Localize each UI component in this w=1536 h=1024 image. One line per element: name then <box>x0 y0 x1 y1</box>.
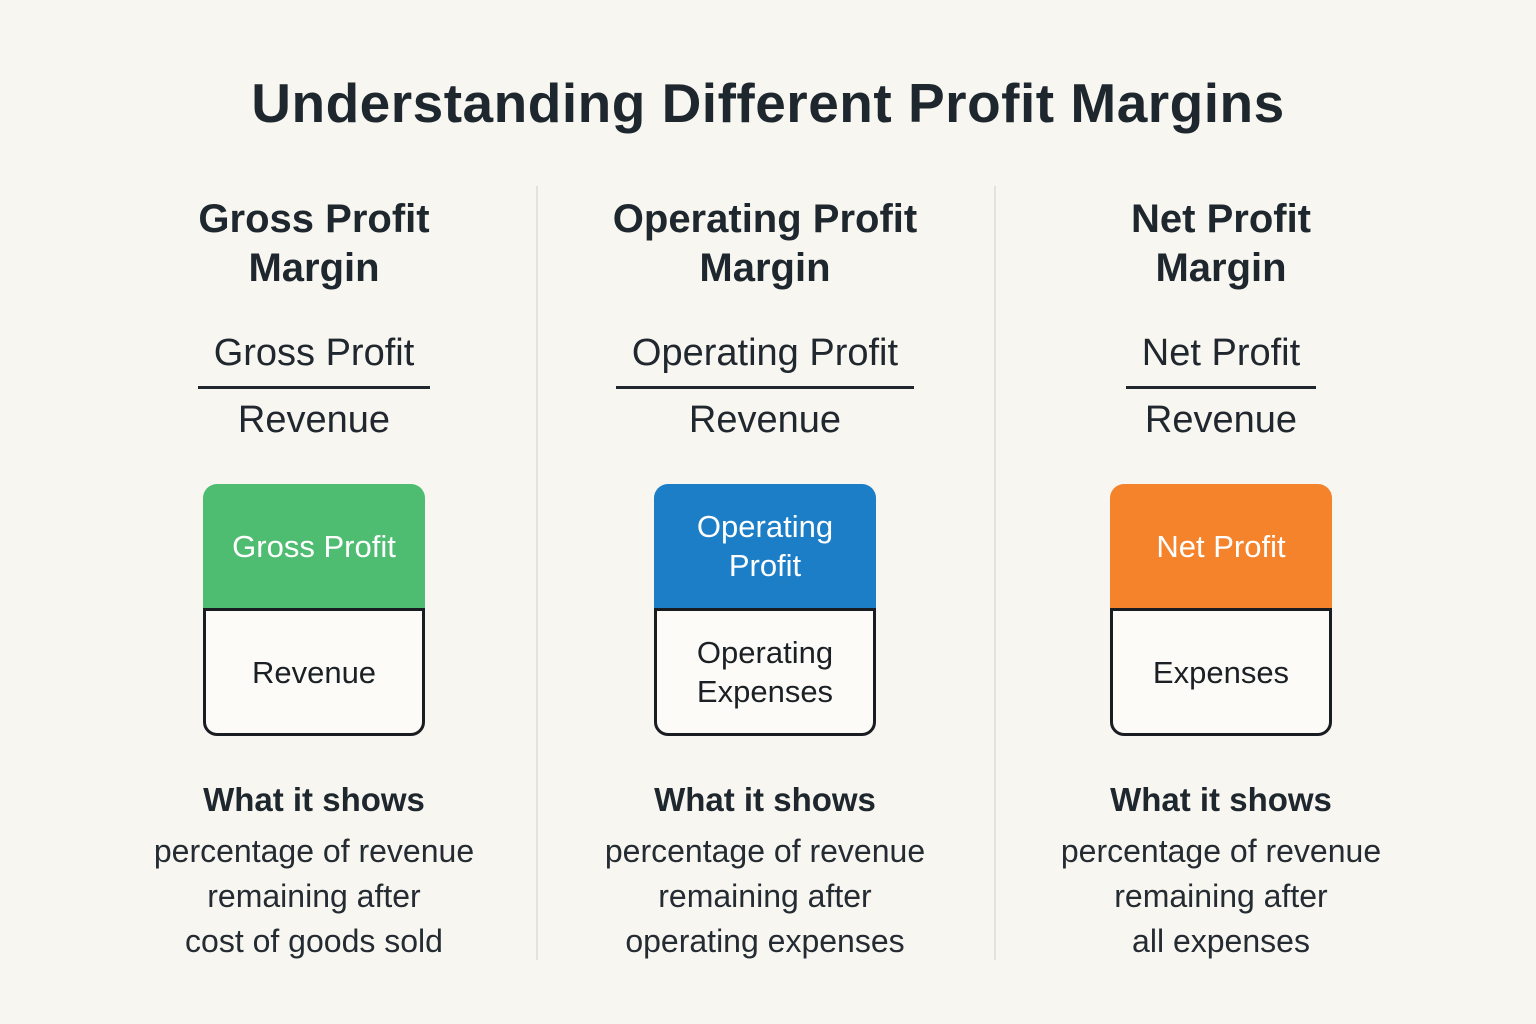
column-net-profit-margin: Net Profit Margin Net Profit Revenue Net… <box>1001 195 1441 964</box>
what-it-shows-heading: What it shows <box>654 781 876 818</box>
column-title: Net Profit Margin <box>1131 197 1311 290</box>
stack-top-segment-gross-profit: Gross Profit <box>203 484 425 608</box>
what-it-shows-heading: What it shows <box>203 781 425 818</box>
fraction-denominator: Revenue <box>237 399 391 441</box>
fraction-formula: Operating Profit Revenue <box>615 331 915 442</box>
stacked-box-diagram: Operating Profit Operating Expenses <box>654 484 876 736</box>
stack-top-segment-operating-profit: Operating Profit <box>654 484 876 608</box>
stack-top-segment-net-profit: Net Profit <box>1110 484 1332 608</box>
fraction-numerator: Operating Profit <box>615 331 915 389</box>
fraction-denominator: Revenue <box>688 399 842 441</box>
fraction-numerator: Gross Profit <box>197 331 431 389</box>
stack-bottom-segment-revenue: Revenue <box>203 608 425 736</box>
what-it-shows-heading: What it shows <box>1110 781 1332 818</box>
stack-bottom-segment-operating-expenses: Operating Expenses <box>654 608 876 736</box>
stacked-box-diagram: Net Profit Expenses <box>1110 484 1332 736</box>
stacked-box-diagram: Gross Profit Revenue <box>203 484 425 736</box>
column-divider-left <box>536 186 538 960</box>
column-title: Operating Profit Margin <box>612 197 918 290</box>
fraction-formula: Gross Profit Revenue <box>197 331 431 442</box>
fraction-numerator: Net Profit <box>1125 331 1317 389</box>
fraction-formula: Net Profit Revenue <box>1125 331 1317 442</box>
column-operating-profit-margin: Operating Profit Margin Operating Profit… <box>545 195 985 964</box>
what-it-shows-description: percentage of revenue remaining after co… <box>153 833 475 959</box>
fraction-denominator: Revenue <box>1144 399 1298 441</box>
page-title: Understanding Different Profit Margins <box>251 72 1285 134</box>
column-title: Gross Profit Margin <box>198 197 430 290</box>
stack-bottom-segment-expenses: Expenses <box>1110 608 1332 736</box>
what-it-shows-description: percentage of revenue remaining after op… <box>604 833 926 959</box>
column-gross-profit-margin: Gross Profit Margin Gross Profit Revenue… <box>94 195 534 964</box>
column-divider-right <box>994 186 996 960</box>
what-it-shows-description: percentage of revenue remaining after al… <box>1060 833 1382 959</box>
